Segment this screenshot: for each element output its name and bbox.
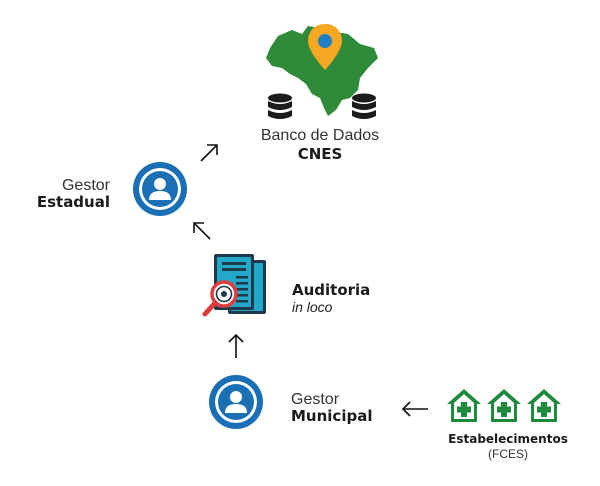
auditoria-label: Auditoria in loco <box>292 281 412 316</box>
brazil-map-icon <box>266 24 378 116</box>
gestor-municipal-avatar <box>207 373 265 431</box>
gestor-estadual-label: Gestor Estadual <box>10 178 110 211</box>
gestor-estadual-line2: Estadual <box>36 193 110 211</box>
estabelecimentos-line1: Estabelecimentos <box>448 432 568 446</box>
arrow-up-right <box>198 142 220 164</box>
auditoria-graphic <box>200 252 272 324</box>
arrow-up-left <box>191 220 213 242</box>
gestor-municipal-label: Gestor Municipal <box>291 392 401 425</box>
estabelecimentos-graphic <box>445 388 565 424</box>
person-icon <box>133 162 187 216</box>
hospital-icon <box>487 389 521 422</box>
database-title: Banco de Dados <box>260 127 380 144</box>
hospital-icon <box>527 389 561 422</box>
hospital-icon <box>447 389 481 422</box>
person-icon <box>209 375 263 429</box>
gestor-estadual-line1: Gestor <box>61 177 110 194</box>
cnes-database-graphic <box>250 18 390 128</box>
location-pin-icon <box>308 24 342 70</box>
gestor-estadual-avatar <box>131 160 189 218</box>
auditoria-line1: Auditoria <box>292 281 371 299</box>
document-magnifier-icon <box>202 254 266 317</box>
database-name: CNES <box>297 145 343 163</box>
database-icon <box>268 93 292 119</box>
database-icon <box>352 93 376 119</box>
auditoria-line2: in loco <box>292 299 333 315</box>
estabelecimentos-line2: (FCES) <box>488 447 528 461</box>
gestor-municipal-line2: Municipal <box>291 407 373 425</box>
estabelecimentos-label: Estabelecimentos (FCES) <box>440 432 576 461</box>
arrow-up <box>226 332 246 360</box>
gestor-municipal-line1: Gestor <box>291 391 340 408</box>
arrow-left <box>400 400 430 418</box>
